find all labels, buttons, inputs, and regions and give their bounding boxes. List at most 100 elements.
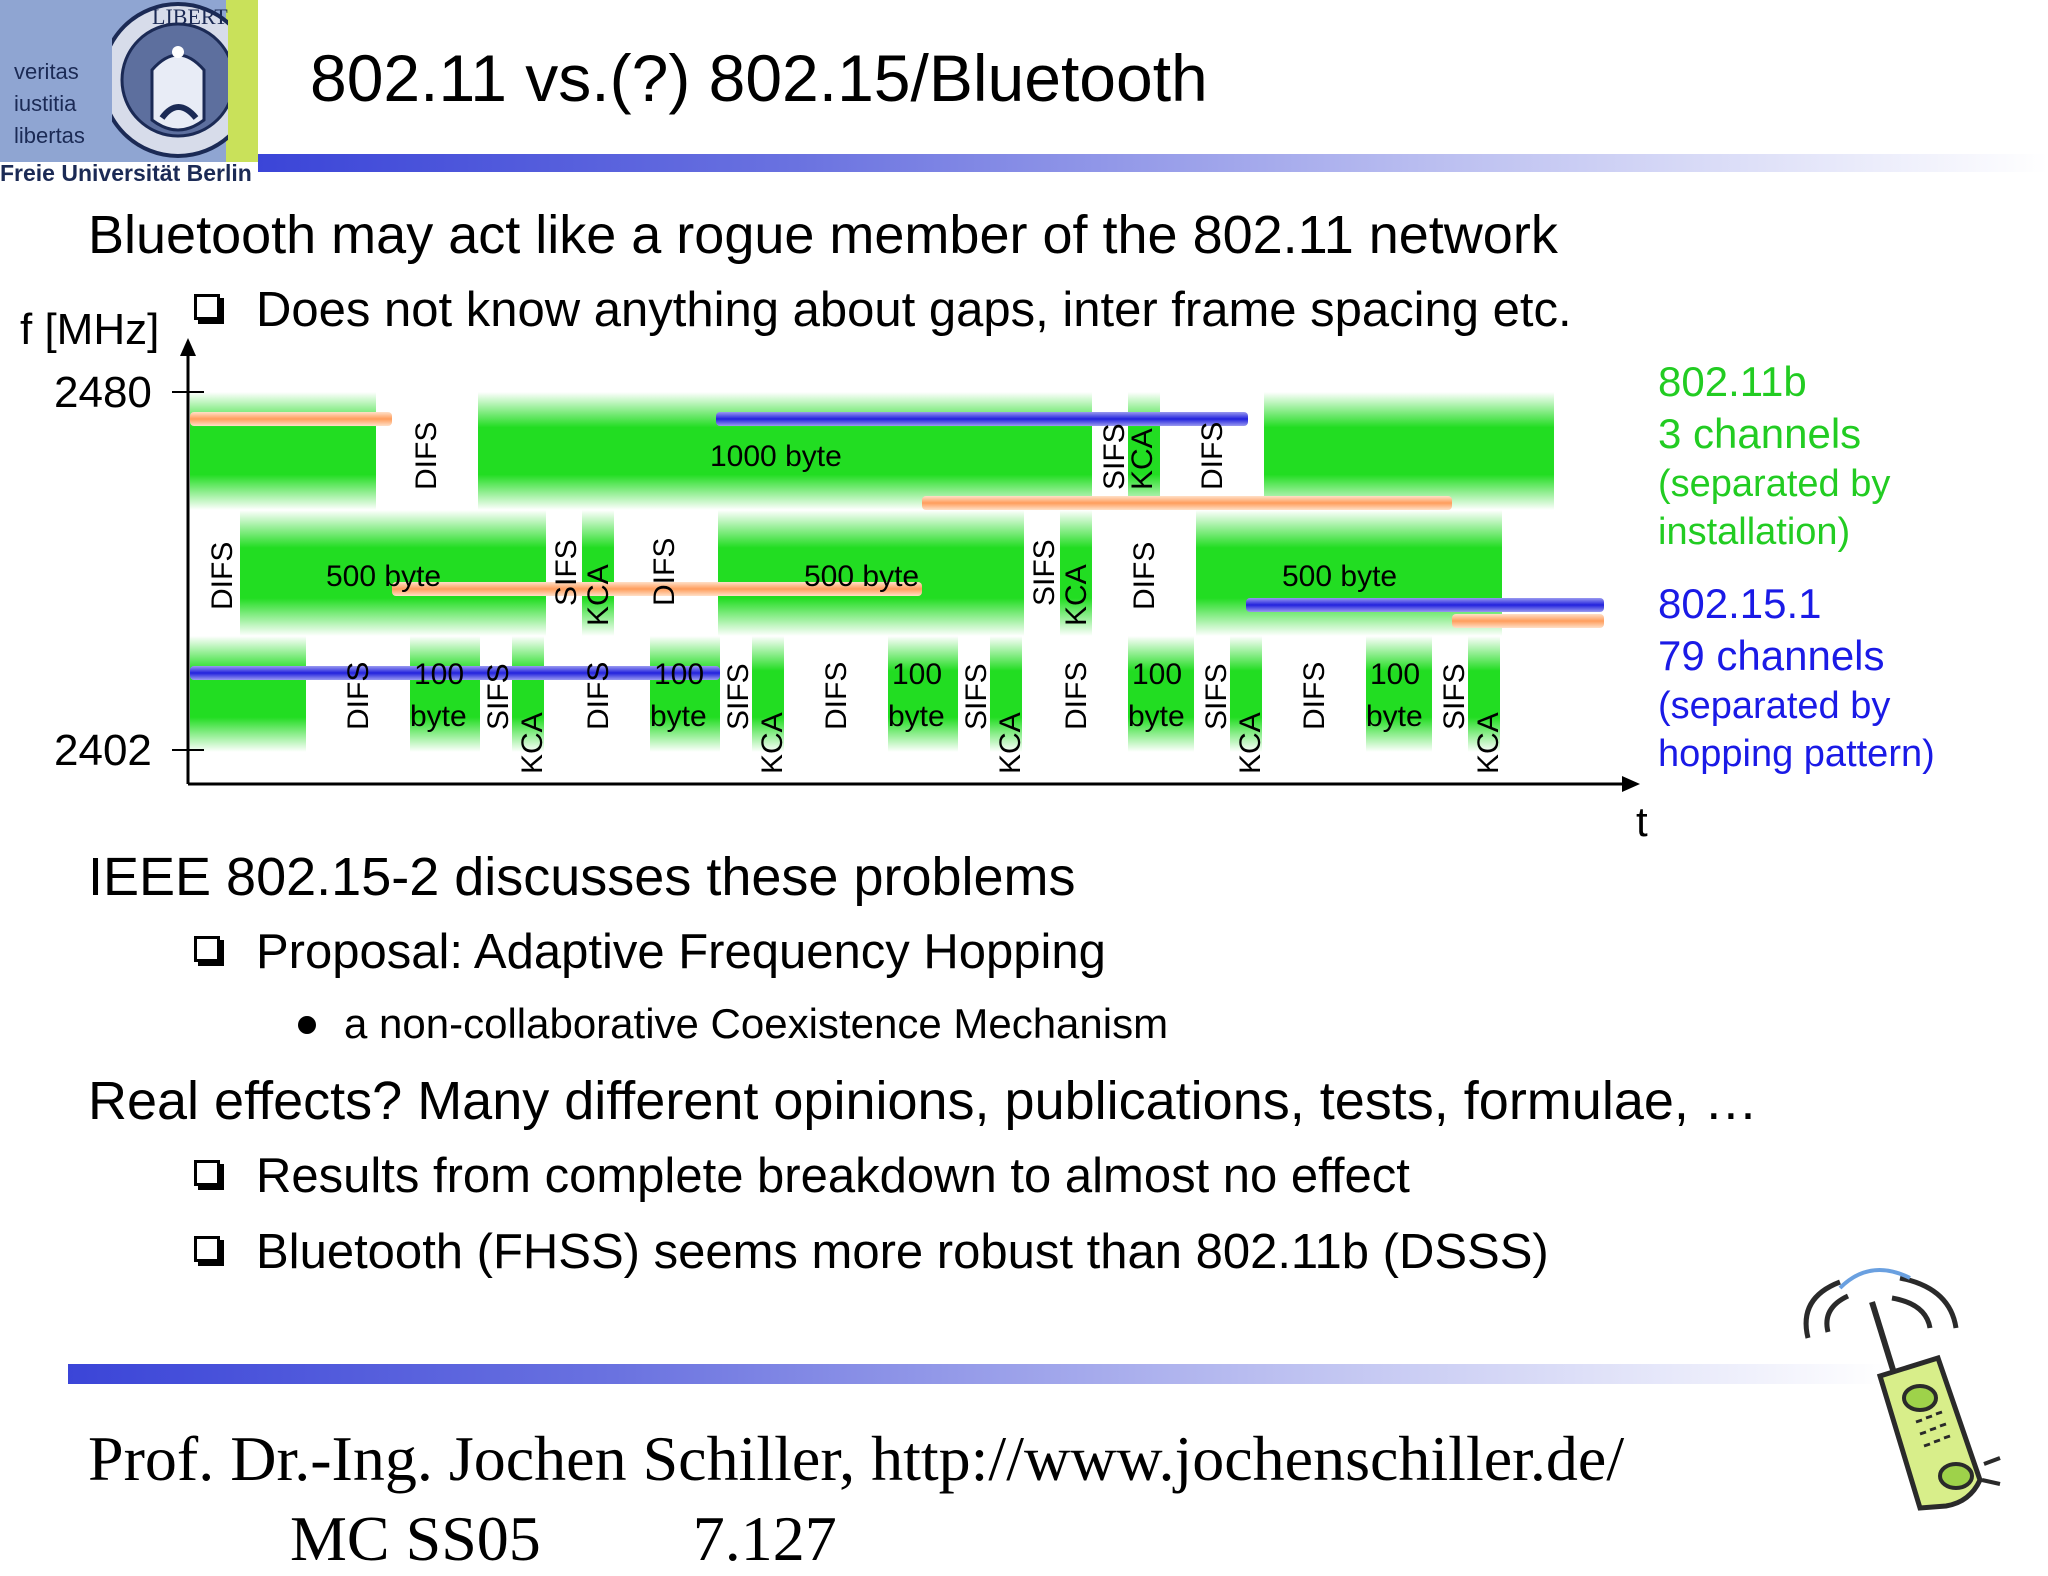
square-bullet-icon (194, 1236, 220, 1267)
frame-row2-ack-a (582, 510, 614, 636)
difs-label: DIFS (1060, 662, 1093, 730)
frame-row1-1000byte (478, 392, 1092, 510)
frame-label-byte: byte (410, 700, 467, 733)
logo-motto-1: veritas (14, 59, 79, 84)
frame-label-byte: byte (888, 700, 945, 733)
round-bullet-icon (298, 1016, 316, 1039)
square-bullet-icon (194, 936, 220, 967)
sifs-label: SIFS (1028, 539, 1061, 606)
legend-wifi-line2: 3 channels (1658, 410, 1862, 457)
frame-label-byte: byte (1128, 700, 1185, 733)
frame-row2-500byte-b (718, 510, 1024, 636)
legend-bt-line1: 802.15.1 (1658, 580, 1822, 627)
frame-row3-ack-3 (990, 636, 1022, 752)
legend-wifi-line4: installation) (1658, 511, 1851, 553)
kca-label: KCA (582, 564, 615, 626)
frame-row3-100byte-1 (410, 636, 480, 752)
difs-label: DIFS (582, 662, 615, 730)
bt-hop-blue-1 (716, 412, 1248, 426)
y-tick-label-2402: 2402 (54, 726, 152, 775)
frame-row1-b (1264, 392, 1554, 510)
slide-title: 802.11 vs.(?) 802.15/Bluetooth (310, 41, 1208, 115)
legend-bt-line2: 79 channels (1658, 632, 1885, 679)
coexistence-diagram: f [MHz] 2480 2402 t DIFS 1000 byte SIFS … (20, 305, 1648, 845)
bullet-real-effects: Real effects? Many different opinions, p… (88, 1071, 1758, 1131)
y-axis-arrow-icon (180, 338, 196, 356)
difs-label: DIFS (1298, 662, 1331, 730)
y-tick-label-2480: 2480 (54, 368, 152, 417)
sifs-label: SIFS (1098, 423, 1131, 490)
x-axis-arrow-icon (1622, 776, 1640, 792)
bt-hop-orange-1 (190, 412, 392, 426)
difs-label: DIFS (820, 662, 853, 730)
frame-row2-500byte-a (240, 510, 546, 636)
bullet-ieee-802152: IEEE 802.15-2 discusses these problems (88, 847, 1076, 907)
frame-row3-100byte-3 (888, 636, 958, 752)
sifs-label: SIFS (1438, 663, 1471, 730)
difs-label: DIFS (342, 662, 375, 730)
bullet-coexistence-mechanism: a non-collaborative Coexistence Mechanis… (344, 1000, 1169, 1047)
kca-label: KCA (516, 712, 549, 774)
logo-accent-stripe (226, 0, 258, 162)
frame-row3-a (190, 636, 306, 752)
frame-label-byte: byte (1366, 700, 1423, 733)
frame-row3-100byte-5 (1366, 636, 1432, 752)
university-logo: LIBERTAS veritas iustitia libertas Freie… (0, 0, 258, 186)
frame-label-1000-byte: 1000 byte (710, 440, 842, 473)
difs-label: DIFS (1128, 542, 1161, 610)
kca-label: KCA (994, 712, 1027, 774)
frame-label-500-byte: 500 byte (326, 560, 441, 593)
university-name: Freie Universität Berlin (0, 160, 252, 186)
header-divider (258, 154, 2048, 172)
kca-label: KCA (1126, 428, 1159, 490)
frame-row1-ack (1128, 392, 1160, 510)
frame-row1-a (190, 392, 376, 510)
frame-row3-ack-2 (752, 636, 784, 752)
kca-label: KCA (1060, 564, 1093, 626)
logo-motto-3: libertas (14, 123, 85, 148)
frame-row3-ack-1 (512, 636, 544, 752)
sifs-label: SIFS (722, 663, 755, 730)
bullet-results-range: Results from complete breakdown to almos… (256, 1149, 1410, 1203)
difs-label: DIFS (206, 542, 239, 610)
legend-wifi-line3: (separated by (1658, 463, 1891, 505)
bullet-bluetooth-robust: Bluetooth (FHSS) seems more robust than … (256, 1225, 1549, 1279)
footer-divider (68, 1364, 1888, 1384)
frame-row2-ack-b (1060, 510, 1092, 636)
kca-label: KCA (1472, 712, 1505, 774)
frame-row3-ack-4 (1230, 636, 1262, 752)
legend-wifi-line1: 802.11b (1658, 358, 1807, 405)
difs-label: DIFS (1196, 422, 1229, 490)
bt-hop-blue-3 (190, 666, 720, 680)
legend-bt-line3: (separated by (1658, 685, 1891, 727)
difs-label: DIFS (410, 422, 443, 490)
x-axis-label: t (1636, 798, 1648, 845)
bullet-afh-proposal: Proposal: Adaptive Frequency Hopping (256, 925, 1106, 979)
bullet-rogue-member: Bluetooth may act like a rogue member of… (88, 205, 1558, 265)
bt-hop-orange-3 (392, 582, 922, 596)
square-bullet-icon (194, 294, 220, 325)
bt-hop-orange-2 (922, 496, 1452, 510)
kca-label: KCA (756, 712, 789, 774)
bt-hop-blue-2 (1246, 598, 1604, 612)
sifs-label: SIFS (1200, 663, 1233, 730)
frame-label-100: 100 (1132, 658, 1182, 691)
sifs-label: SIFS (482, 663, 515, 730)
frame-row2-500byte-c (1196, 510, 1502, 636)
logo-motto-2: iustitia (14, 91, 77, 116)
frame-label-500-byte: 500 byte (804, 560, 919, 593)
bullet-no-gap-knowledge: Does not know anything about gaps, inter… (256, 283, 1572, 337)
frame-label-100: 100 (654, 658, 704, 691)
legend-80211b: 802.11b 3 channels (separated by install… (1658, 356, 1890, 556)
frame-label-500-byte: 500 byte (1282, 560, 1397, 593)
difs-label: DIFS (648, 538, 681, 606)
footer-course: MC SS05 7.127 (290, 1502, 837, 1576)
footer-course-name: MC SS05 (290, 1503, 541, 1574)
y-axis-label: f [MHz] (20, 305, 159, 354)
seal-lettering: LIBERTAS (152, 4, 228, 29)
mobile-phone-icon (1803, 1268, 2001, 1511)
sifs-label: SIFS (960, 663, 993, 730)
frame-row3-100byte-4 (1128, 636, 1194, 752)
frame-row3-100byte-2 (650, 636, 720, 752)
bt-hop-orange-4 (1452, 614, 1604, 628)
